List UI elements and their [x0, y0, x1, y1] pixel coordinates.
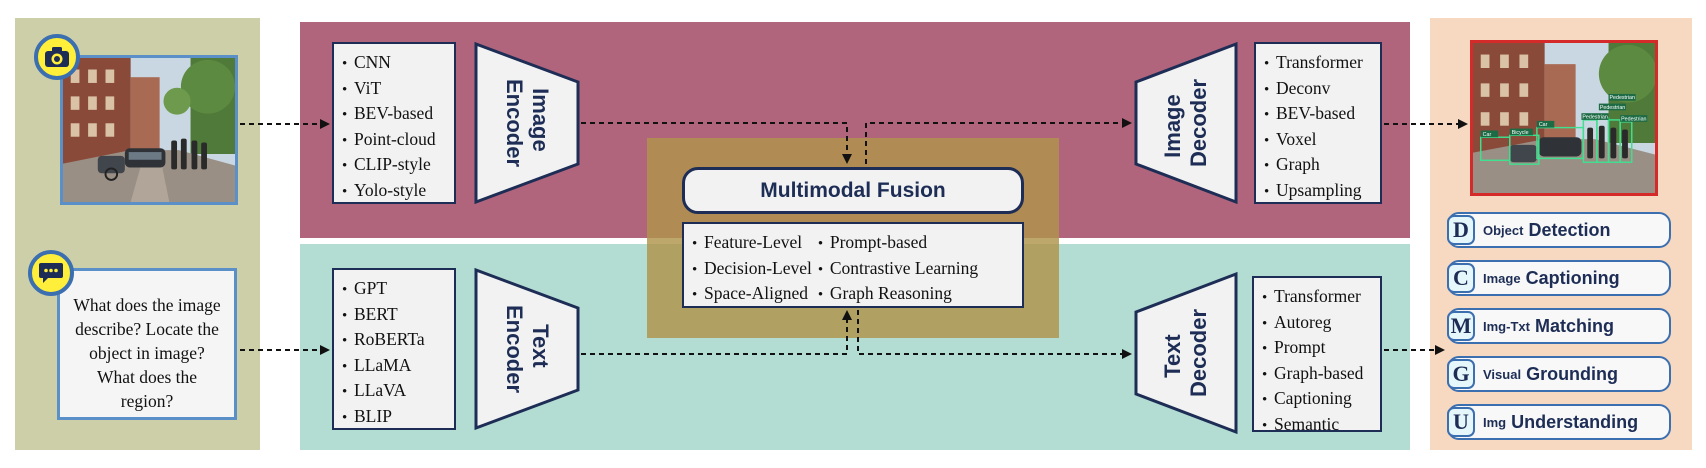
- block-label: Image: [1160, 94, 1185, 158]
- input-street-photo: [60, 55, 238, 205]
- list-item: Prompt-based: [818, 231, 978, 257]
- list-item: Graph-based: [1262, 362, 1372, 388]
- detection-label: Car: [1483, 132, 1492, 138]
- task-object-detection: D Object Detection: [1447, 212, 1671, 248]
- task-name: Understanding: [1511, 411, 1639, 432]
- list-item: LLaVA: [342, 379, 446, 405]
- list-item: Semantic: [1262, 413, 1372, 439]
- list-item: ViT: [342, 77, 446, 103]
- text-encoder-methods: GPT BERT RoBERTa LLaMA LLaVA BLIP: [332, 268, 456, 430]
- task-name: Detection: [1528, 219, 1611, 240]
- question-text-box: What does the image describe? Locate the…: [57, 268, 237, 420]
- list-item: Deconv: [1264, 77, 1372, 103]
- question-line: region?: [120, 391, 174, 411]
- svg-text:Image Decoder: Image Decoder: [1160, 79, 1211, 167]
- block-label: Text: [1160, 334, 1185, 378]
- task-letter-badge: G: [1447, 359, 1475, 389]
- list-item: Transformer: [1264, 51, 1372, 77]
- image-encoder-methods: CNN ViT BEV-based Point-cloud CLIP-style…: [332, 42, 456, 204]
- task-img-txt-matching: M Img-Txt Matching: [1447, 308, 1671, 344]
- task-visual-grounding: G Visual Grounding: [1447, 356, 1671, 392]
- task-letter-badge: D: [1447, 215, 1475, 245]
- svg-text:Image Encoder: Image Encoder: [502, 79, 553, 167]
- block-label: Encoder: [502, 305, 527, 393]
- list-item: RoBERTa: [342, 328, 446, 354]
- svg-text:Text Encoder: Text Encoder: [502, 305, 553, 393]
- multimodal-fusion-title: Multimodal Fusion: [682, 167, 1024, 214]
- detection-label: Pedestrian: [1621, 116, 1646, 122]
- text-decoder-methods: Transformer Autoreg Prompt Graph-based C…: [1252, 276, 1382, 434]
- question-line: object in image?: [89, 343, 205, 363]
- list-item: Prompt: [1262, 336, 1372, 362]
- text-encoder-block: Text Encoder: [474, 267, 580, 431]
- task-img-understanding: U Img Understanding: [1447, 404, 1671, 440]
- list-item: Point-cloud: [342, 128, 446, 154]
- chat-bubble-icon: [28, 250, 74, 296]
- task-image-captioning: C Image Captioning: [1447, 260, 1671, 296]
- task-letter-badge: C: [1447, 263, 1475, 293]
- task-prefix: Img-Txt: [1483, 318, 1530, 334]
- camera-icon: [34, 34, 80, 80]
- list-item: Decision-Level: [692, 257, 812, 283]
- text-decoder-block: Text Decoder: [1134, 271, 1238, 435]
- list-item: Voxel: [1264, 128, 1372, 154]
- task-prefix: Image: [1483, 270, 1521, 286]
- fusion-methods: Feature-Level Decision-Level Space-Align…: [682, 222, 1024, 308]
- list-item: CLIP-style: [342, 153, 446, 179]
- detection-label: Pedestrian: [1600, 105, 1625, 111]
- block-label: Decoder: [1186, 309, 1211, 397]
- detection-label: Pedestrian: [1610, 95, 1635, 101]
- detection-label: Pedestrian: [1582, 114, 1607, 120]
- detection-label: Car: [1539, 122, 1548, 128]
- question-line: describe? Locate the: [75, 319, 219, 339]
- list-item: Yolo-style: [342, 179, 446, 205]
- output-detection-photo: Car Bicycle Car Pedestrian Pedestrian Pe…: [1470, 40, 1658, 196]
- block-label: Text: [528, 324, 553, 368]
- task-letter-badge: U: [1447, 407, 1475, 437]
- question-line: What does the: [96, 367, 198, 387]
- task-prefix: Object: [1483, 222, 1524, 238]
- image-encoder-block: Image Encoder: [474, 41, 580, 205]
- list-item: BEV-based: [1264, 102, 1372, 128]
- list-item: BLIP: [342, 405, 446, 431]
- block-label: Encoder: [502, 79, 527, 167]
- list-item: Space-Aligned: [692, 282, 812, 308]
- list-item: Transformer: [1262, 285, 1372, 311]
- svg-text:Text Decoder: Text Decoder: [1160, 309, 1211, 397]
- task-prefix: Img: [1483, 414, 1507, 430]
- task-letter-badge: M: [1447, 311, 1475, 341]
- list-item: LLaMA: [342, 354, 446, 380]
- question-line: What does the image: [73, 295, 221, 315]
- list-item: BEV-based: [342, 102, 446, 128]
- list-item: Graph Reasoning: [818, 282, 978, 308]
- list-item: CNN: [342, 51, 446, 77]
- image-decoder-block: Image Decoder: [1134, 41, 1238, 205]
- list-item: Contrastive Learning: [818, 257, 978, 283]
- task-name: Matching: [1534, 315, 1614, 336]
- list-item: GPT: [342, 277, 446, 303]
- block-label: Image: [528, 88, 553, 152]
- task-name: Grounding: [1526, 363, 1619, 384]
- task-prefix: Visual: [1483, 366, 1522, 382]
- list-item: BERT: [342, 303, 446, 329]
- list-item: Upsampling: [1264, 179, 1372, 205]
- list-item: Captioning: [1262, 387, 1372, 413]
- list-item: Graph: [1264, 153, 1372, 179]
- image-decoder-methods: Transformer Deconv BEV-based Voxel Graph…: [1254, 42, 1382, 204]
- task-name: Captioning: [1525, 267, 1620, 288]
- detection-label: Bicycle: [1512, 130, 1529, 136]
- block-label: Decoder: [1186, 79, 1211, 167]
- list-item: Autoreg: [1262, 311, 1372, 337]
- list-item: Feature-Level: [692, 231, 812, 257]
